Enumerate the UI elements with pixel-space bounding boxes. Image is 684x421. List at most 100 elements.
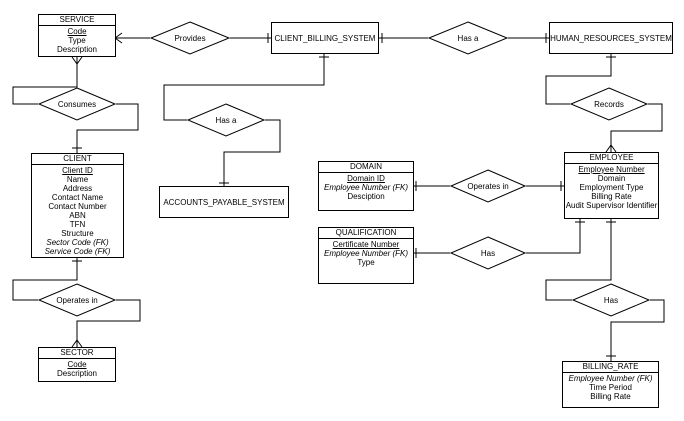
accounts-payable-system-label: ACCOUNTS_PAYABLE_SYSTEM	[163, 197, 285, 207]
entity-attribute: Address	[62, 184, 93, 193]
edge-has-employee	[526, 219, 581, 254]
entity-attribute: Code	[67, 360, 87, 369]
diamond-shape	[450, 236, 526, 270]
entity-attribute: Employee Number (FK)	[323, 183, 409, 192]
entity-attribute: Certificate Number	[332, 240, 400, 249]
billing-rate-title: BILLING_RATE	[563, 362, 658, 373]
billing-rate-entity[interactable]: BILLING_RATE Employee Number (FK)Time Pe…	[562, 361, 659, 408]
relationship-label: Provides	[174, 33, 206, 43]
crowsfoot-sector-operates	[71, 339, 83, 348]
domain-title: DOMAIN	[319, 162, 413, 173]
employee-title: EMPLOYEE	[565, 153, 658, 164]
entity-attribute: TFN	[69, 220, 86, 229]
crowsfoot-service-provides	[114, 32, 123, 44]
entity-attribute: Service Code (FK)	[44, 247, 111, 256]
edge-records-employee	[610, 103, 663, 152]
entity-attribute: Description	[56, 45, 97, 54]
relationship-has-a-hr[interactable]: Has a	[428, 21, 508, 55]
entity-attribute: Billing Rate	[590, 392, 631, 401]
relationship-label: Has a	[215, 115, 237, 125]
entity-attribute: Billing Rate	[591, 192, 632, 201]
crowsfoot-service-consumes	[71, 56, 83, 65]
edge-operates-sector	[76, 299, 141, 347]
entity-attribute: Sector Code (FK)	[46, 238, 109, 247]
diamond-shape	[38, 87, 116, 121]
qualification-title: QUALIFICATION	[319, 228, 413, 239]
relationship-label: Operates in	[56, 295, 98, 305]
diamond-shape	[570, 87, 648, 121]
edge-consumes-client	[76, 103, 139, 153]
entity-attribute: ABN	[69, 211, 86, 220]
human-resources-system-label: HUMAN_RESOURCES_SYSTEM	[550, 33, 672, 43]
relationship-label: Has a	[457, 33, 479, 43]
relationship-label: Consumes	[57, 99, 97, 109]
diamond-shape	[428, 21, 508, 55]
entity-attribute: Contact Name	[51, 193, 104, 202]
diamond-shape	[38, 283, 116, 317]
entity-attribute: Structure	[61, 229, 94, 238]
entity-attribute: Code	[67, 27, 87, 36]
edge-hasa-ap	[223, 119, 281, 186]
relationship-label: Has	[603, 295, 619, 305]
relationship-operates-in-domain[interactable]: Operates in	[450, 169, 526, 203]
entity-attribute: Type	[68, 36, 86, 45]
edge-has-billing	[610, 299, 665, 361]
entity-attribute: Employee Number (FK)	[568, 374, 653, 383]
relationship-provides[interactable]: Provides	[150, 21, 230, 55]
relationship-label: Records	[594, 99, 624, 109]
relationship-has-a-ap[interactable]: Has a	[187, 103, 265, 137]
entity-attribute: Contact Number	[48, 202, 107, 211]
entity-attribute: Time Period	[589, 383, 632, 392]
edge-employee-has	[545, 219, 612, 301]
entity-attribute: Employee Number (FK)	[323, 249, 409, 258]
human-resources-system-entity[interactable]: HUMAN_RESOURCES_SYSTEM	[549, 22, 673, 54]
relationship-consumes[interactable]: Consumes	[38, 87, 116, 121]
diamond-shape	[187, 103, 265, 137]
client-title: CLIENT	[32, 154, 123, 165]
edge-service-consumes	[12, 57, 78, 105]
accounts-payable-system-entity[interactable]: ACCOUNTS_PAYABLE_SYSTEM	[159, 186, 289, 218]
relationship-label: Operates in	[467, 181, 509, 191]
relationship-label: Has	[480, 248, 496, 258]
entity-attribute: Description	[56, 369, 97, 378]
entity-attribute: Domain ID	[347, 174, 385, 183]
entity-attribute: Desciption	[347, 192, 385, 201]
entity-attribute: Type	[357, 258, 375, 267]
entity-attribute: Employment Type	[579, 183, 644, 192]
service-title: SERVICE	[39, 15, 115, 26]
entity-attribute: Audit Supervisor Identifier	[565, 201, 658, 210]
client-billing-system-entity[interactable]: CLIENT_BILLING_SYSTEM	[271, 22, 379, 54]
relationship-has-billing-rate[interactable]: Has	[572, 283, 650, 317]
relationship-has-qualification[interactable]: Has	[450, 236, 526, 270]
edge-hr-records	[545, 54, 612, 105]
edge-cbs-hasa-ap	[163, 54, 325, 121]
edge-client-operates	[12, 258, 78, 301]
entity-attribute: Domain	[597, 174, 626, 183]
sector-title: SECTOR	[39, 348, 115, 359]
relationship-records[interactable]: Records	[570, 87, 648, 121]
relationship-operates-in-sector[interactable]: Operates in	[38, 283, 116, 317]
entity-attribute: Name	[66, 175, 89, 184]
diamond-shape	[572, 283, 650, 317]
client-billing-system-label: CLIENT_BILLING_SYSTEM	[274, 33, 376, 43]
diamond-shape	[150, 21, 230, 55]
crowsfoot-employee-records	[605, 144, 617, 153]
entity-attribute: Employee Number	[578, 165, 645, 174]
entity-attribute: Client ID	[62, 166, 93, 175]
diamond-shape	[450, 169, 526, 203]
